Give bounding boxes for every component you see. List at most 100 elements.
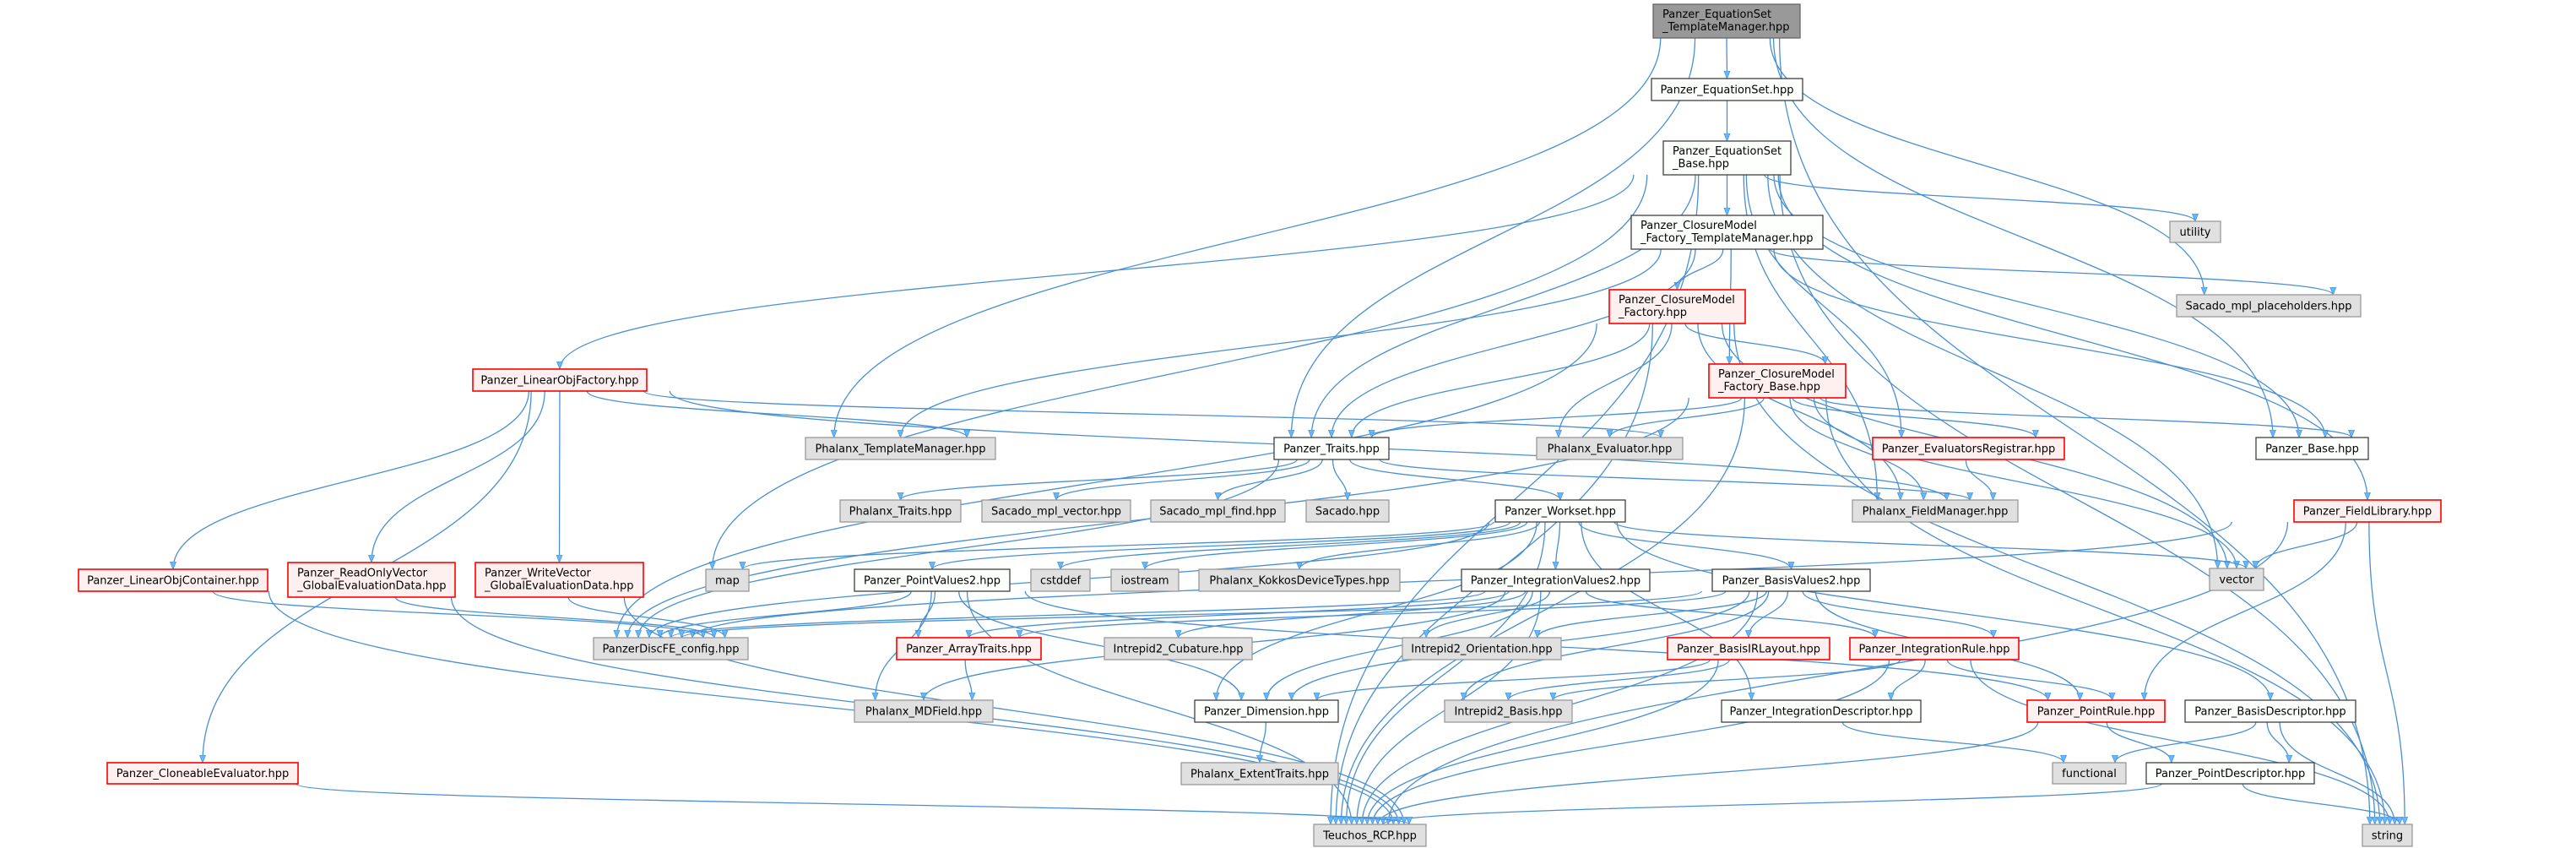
node-factory[interactable]: Panzer_ClosureModel_Factory.hpp: [1608, 289, 1746, 324]
edges: [173, 37, 2405, 825]
node-pdesc[interactable]: Panzer_PointDescriptor.hpp: [2145, 762, 2315, 785]
node-mdfield[interactable]: Phalanx_MDField.hpp: [854, 699, 994, 723]
node-pbase[interactable]: Panzer_Base.hpp: [2255, 437, 2369, 460]
node-functional[interactable]: functional: [2052, 762, 2127, 785]
node-base[interactable]: Panzer_EquationSet_Base.hpp: [1662, 140, 1792, 176]
node-phtraits[interactable]: Phalanx_Traits.hpp: [839, 499, 962, 523]
node-kokkos[interactable]: Phalanx_KokkosDeviceTypes.hpp: [1198, 568, 1401, 592]
node-sacado[interactable]: Sacado.hpp: [1305, 499, 1390, 523]
edge-registrar-to-fieldmgr: [1965, 459, 1993, 501]
node-phtm[interactable]: Phalanx_TemplateManager.hpp: [805, 437, 996, 460]
node-box: [839, 499, 962, 523]
node-rov[interactable]: Panzer_ReadOnlyVector_GlobalEvaluationDa…: [287, 562, 456, 598]
node-label: Panzer_BasisDescriptor.hpp: [2194, 706, 2346, 719]
node-fieldmgr[interactable]: Phalanx_FieldManager.hpp: [1852, 499, 2019, 523]
node-bir[interactable]: Panzer_BasisIRLayout.hpp: [1667, 637, 1830, 660]
node-string[interactable]: string: [2362, 824, 2413, 847]
node-mplfind[interactable]: Sacado_mpl_find.hpp: [1150, 499, 1286, 523]
node-workset[interactable]: Panzer_Workset.hpp: [1494, 499, 1626, 523]
edge-iv2-to-dimension: [1266, 590, 1533, 700]
edge-fbase-to-registrar: [1792, 397, 2036, 438]
node-iostream[interactable]: iostream: [1110, 568, 1180, 592]
node-config[interactable]: PanzerDiscFE_config.hpp: [593, 637, 749, 660]
node-label: Phalanx_Traits.hpp: [849, 506, 952, 519]
node-wv[interactable]: Panzer_WriteVector_GlobalEvaluationData.…: [475, 562, 644, 598]
node-label: cstddef: [1040, 575, 1082, 588]
node-box: [2052, 762, 2127, 785]
edge-irule-to-idesc: [1891, 659, 1926, 701]
edge-base-to-lof: [560, 174, 1635, 369]
node-box: [1630, 215, 1824, 250]
node-iv2[interactable]: Panzer_IntegrationValues2.hpp: [1461, 568, 1651, 592]
edge-bv2-to-arraytraits: [1019, 590, 1727, 639]
node-cubature[interactable]: Intrepid2_Cubature.hpp: [1104, 637, 1253, 660]
edge-pdesc-to-teuchos: [1383, 783, 2162, 825]
node-eqset[interactable]: Panzer_EquationSet.hpp: [1651, 78, 1803, 101]
edge-ctm-to-traits: [1331, 248, 1696, 438]
edge-ctm-to-pbase: [1773, 248, 2325, 438]
node-irule[interactable]: Panzer_IntegrationRule.hpp: [1849, 637, 2020, 660]
edge-workset-to-vector: [1613, 521, 2246, 569]
node-traits[interactable]: Panzer_Traits.hpp: [1273, 437, 1390, 460]
node-arraytraits[interactable]: Panzer_ArrayTraits.hpp: [896, 637, 1042, 660]
node-box: [1194, 699, 1339, 723]
node-label: Panzer_ClosureModel_Factory_TemplateMana…: [1640, 220, 1813, 245]
edge-workset-to-bdesc: [1616, 521, 2270, 700]
node-utility[interactable]: utility: [2169, 220, 2221, 243]
node-bv2[interactable]: Panzer_BasisValues2.hpp: [1711, 568, 1871, 592]
node-registrar[interactable]: Panzer_EvaluatorsRegistrar.hpp: [1872, 437, 2065, 460]
node-box: [1030, 568, 1091, 592]
node-label: Panzer_Base.hpp: [2265, 443, 2359, 456]
node-box: [1849, 637, 2020, 660]
node-fbase[interactable]: Panzer_ClosureModel_Factory_Base.hpp: [1708, 363, 1847, 399]
node-cstddef[interactable]: cstddef: [1030, 568, 1091, 592]
node-extent[interactable]: Phalanx_ExtentTraits.hpp: [1180, 762, 1339, 785]
node-box: [1536, 437, 1684, 460]
node-box: [854, 699, 994, 723]
node-map[interactable]: map: [705, 568, 750, 592]
node-box: [2169, 220, 2221, 243]
node-mplvec[interactable]: Sacado_mpl_vector.hpp: [981, 499, 1131, 523]
edge-workset-to-bv2: [1578, 521, 1792, 570]
node-bdesc[interactable]: Panzer_BasisDescriptor.hpp: [2184, 699, 2356, 723]
node-box: [2362, 824, 2413, 847]
node-label: Phalanx_MDField.hpp: [865, 706, 982, 719]
node-orientation[interactable]: Intrepid2_Orientation.hpp: [1402, 637, 1562, 660]
node-evaluator[interactable]: Phalanx_Evaluator.hpp: [1536, 437, 1684, 460]
node-basis[interactable]: Intrepid2_Basis.hpp: [1444, 699, 1573, 723]
node-box: [1150, 499, 1286, 523]
node-pv2[interactable]: Panzer_PointValues2.hpp: [854, 568, 1011, 592]
edge-fbase-to-vector: [1813, 397, 2237, 568]
node-clone[interactable]: Panzer_CloneableEvaluator.hpp: [106, 762, 299, 785]
node-lof[interactable]: Panzer_LinearObjFactory.hpp: [472, 368, 648, 392]
node-idesc[interactable]: Panzer_IntegrationDescriptor.hpp: [1721, 699, 1922, 723]
edge-root-to-pbase: [1772, 37, 2272, 438]
node-loc[interactable]: Panzer_LinearObjContainer.hpp: [78, 568, 268, 592]
node-label: functional: [2062, 768, 2117, 780]
node-box: [2255, 437, 2369, 460]
edge-traits-to-fieldmgr: [1379, 459, 1970, 501]
edge-lof-to-evaluator: [643, 390, 1661, 438]
node-dimension[interactable]: Panzer_Dimension.hpp: [1194, 699, 1339, 723]
node-ctm[interactable]: Panzer_ClosureModel_Factory_TemplateMana…: [1630, 215, 1824, 250]
node-label: Panzer_IntegrationDescriptor.hpp: [1730, 706, 1913, 719]
edge-traits-to-workset: [1349, 459, 1560, 501]
node-label: Panzer_EvaluatorsRegistrar.hpp: [1882, 443, 2056, 456]
node-teuchos[interactable]: Teuchos_RCP.hpp: [1313, 824, 1427, 847]
node-box: [1494, 499, 1626, 523]
edge-factory-to-config: [616, 323, 1597, 638]
node-label: Intrepid2_Cubature.hpp: [1114, 644, 1244, 656]
edge-iv2-to-irule: [1585, 590, 1875, 639]
node-fieldlib[interactable]: Panzer_FieldLibrary.hpp: [2293, 499, 2442, 523]
node-box: [1708, 363, 1847, 399]
edge-fbase-to-traits: [1372, 397, 1743, 438]
edge-fbase-to-string: [1825, 397, 2385, 824]
node-box: [1273, 437, 1390, 460]
node-pointrule[interactable]: Panzer_PointRule.hpp: [2026, 699, 2166, 723]
node-placeholders[interactable]: Sacado_mpl_placeholders.hpp: [2176, 294, 2362, 318]
node-box: [2176, 294, 2362, 318]
node-root[interactable]: Panzer_EquationSet_TemplateManager.hpp: [1652, 3, 1801, 39]
node-label: Phalanx_KokkosDeviceTypes.hpp: [1209, 575, 1389, 588]
node-vector[interactable]: vector: [2209, 568, 2264, 591]
node-label: Teuchos_RCP.hpp: [1322, 830, 1417, 843]
